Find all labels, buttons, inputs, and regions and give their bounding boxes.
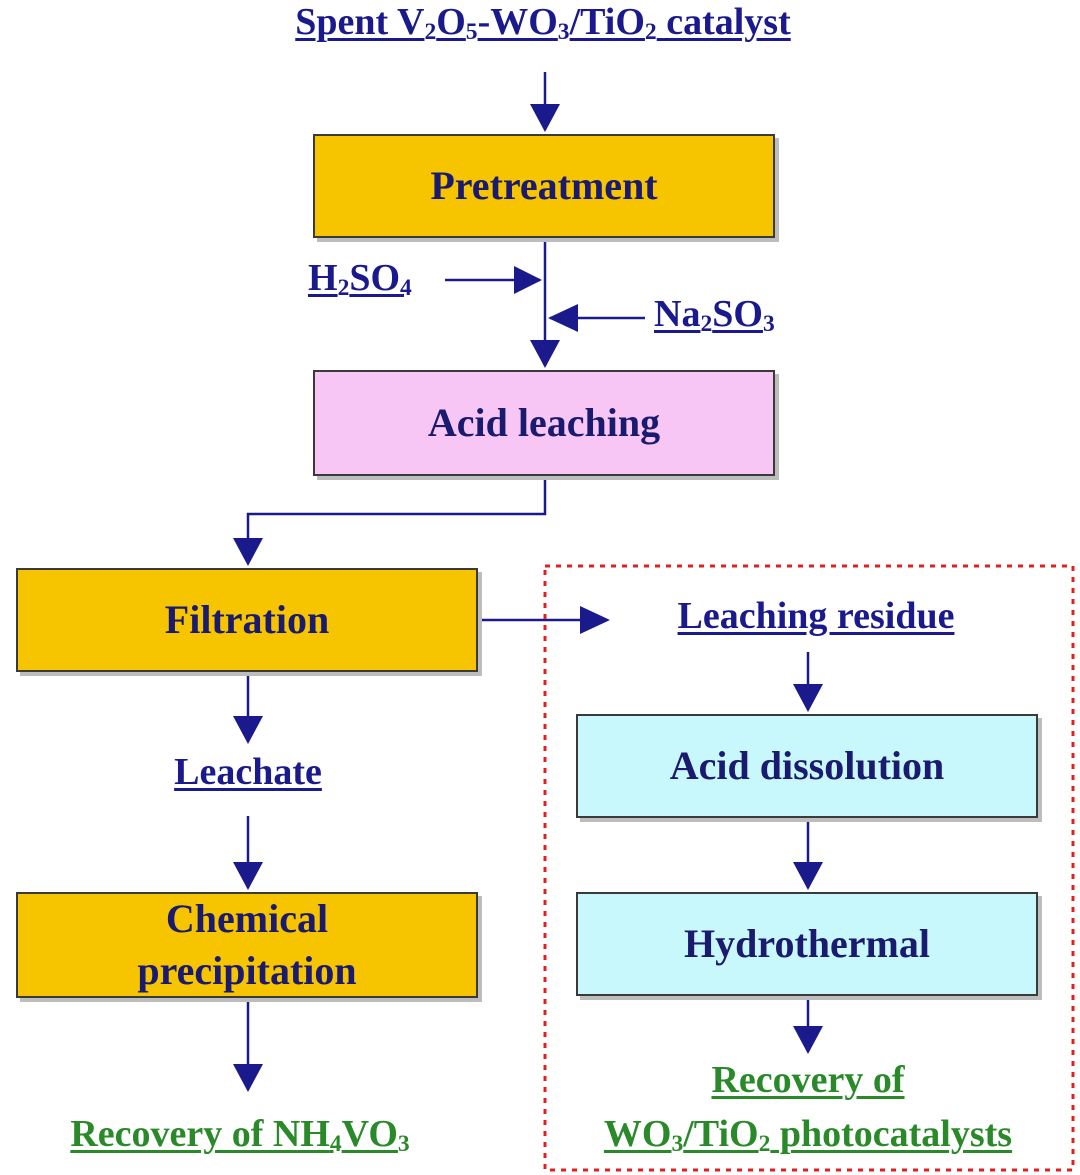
leachate-label: Leachate [174, 751, 322, 793]
spent-catalyst-label: Spent V2O5-WO3/TiO2 catalyst [295, 1, 791, 46]
acid-dissolution-label: Acid dissolution [669, 743, 945, 788]
recovery-nh4vo3-label: Recovery of NH4VO3 [70, 1113, 410, 1158]
arrow-acid-leaching-to-filtration [246, 476, 547, 562]
filtration-box: Filtration [16, 568, 478, 672]
chemical-precipitation-line2: precipitation [137, 948, 357, 993]
acid-leaching-label: Acid leaching [427, 400, 661, 445]
photocatalyst-recovery-group [543, 564, 1075, 1172]
pretreatment-box: Pretreatment [313, 134, 775, 238]
recovery-wo3-line2: WO3/TiO2 photocatalysts [603, 1113, 1013, 1158]
recovery-wo3-line1: Recovery of [711, 1059, 905, 1101]
acid-dissolution-box: Acid dissolution [576, 714, 1038, 818]
filtration-label: Filtration [164, 597, 330, 642]
hydrothermal-label: Hydrothermal [684, 921, 930, 966]
pretreatment-label: Pretreatment [430, 163, 658, 208]
na2so3-label: Na2SO3 [654, 293, 775, 338]
chemical-precipitation-box: Chemical precipitation [16, 892, 478, 998]
hydrothermal-box: Hydrothermal [576, 892, 1038, 996]
acid-leaching-box: Acid leaching [313, 370, 775, 476]
leaching-residue-label: Leaching residue [677, 595, 955, 637]
chemical-precipitation-line1: Chemical [165, 896, 329, 941]
h2so4-label: H2SO4 [308, 257, 412, 302]
